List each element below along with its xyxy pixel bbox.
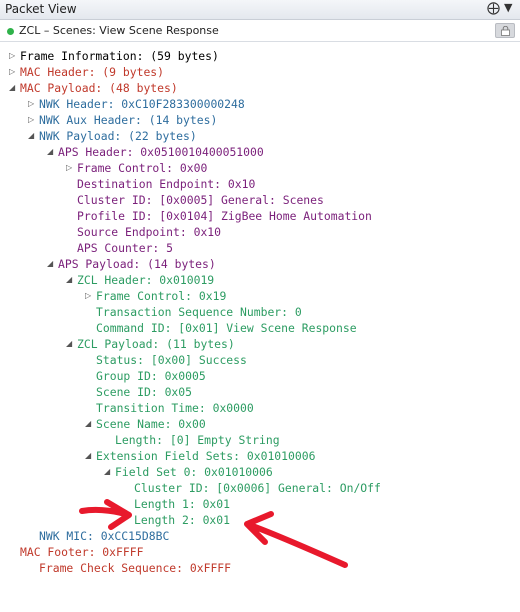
tree-row-label: ZCL Payload: (11 bytes) [77, 337, 235, 351]
tree-row-label: Profile ID: [0x0104] ZigBee Home Automat… [77, 209, 372, 223]
tree-row[interactable]: Profile ID: [0x0104] ZigBee Home Automat… [66, 208, 372, 224]
tree-row[interactable]: Length 1: 0x01 [123, 496, 230, 512]
tree-row-label: Command ID: [0x01] View Scene Response [96, 321, 357, 335]
collapse-toggle-icon[interactable]: ▷ [28, 115, 35, 124]
tree-row[interactable]: MAC Footer: 0xFFFF [9, 544, 143, 560]
tree-row[interactable]: Source Endpoint: 0x10 [66, 224, 221, 240]
tree-row-label: Cluster ID: [0x0006] General: On/Off [134, 481, 381, 495]
tree-row-label: APS Payload: (14 bytes) [58, 257, 216, 271]
tree-row[interactable]: ▷ NWK Aux Header: (14 bytes) [28, 112, 217, 128]
lock-button[interactable] [495, 23, 515, 38]
tree-row[interactable]: Status: [0x00] Success [85, 352, 247, 368]
packet-summary: ZCL – Scenes: View Scene Response [19, 24, 219, 37]
expand-toggle-icon[interactable]: ◢ [66, 339, 73, 348]
tree-row-label: APS Header: 0x0510010400051000 [58, 145, 264, 159]
tree-row[interactable]: Transaction Sequence Number: 0 [85, 304, 302, 320]
expand-toggle-icon[interactable]: ◢ [47, 259, 54, 268]
tree-row-label: Scene Name: 0x00 [96, 417, 206, 431]
tree-row-label: MAC Payload: (48 bytes) [20, 81, 178, 95]
collapse-toggle-icon[interactable]: ▷ [66, 163, 73, 172]
tree-row[interactable]: ◢ Scene Name: 0x00 [85, 416, 206, 432]
tree-row-label: MAC Footer: 0xFFFF [20, 545, 144, 559]
tree-row[interactable]: ◢ ZCL Payload: (11 bytes) [66, 336, 235, 352]
tree-row-label: Frame Check Sequence: 0xFFFF [39, 561, 232, 575]
tree-row[interactable]: ◢ APS Header: 0x0510010400051000 [47, 144, 264, 160]
expand-toggle-icon[interactable]: ◢ [104, 467, 111, 476]
tree-row-label: APS Counter: 5 [77, 241, 174, 255]
tree-row[interactable]: Transition Time: 0x0000 [85, 400, 254, 416]
tree-row[interactable]: ▷ Frame Information: (59 bytes) [9, 48, 219, 64]
tree-row[interactable]: ◢ NWK Payload: (22 bytes) [28, 128, 197, 144]
tree-row[interactable]: Destination Endpoint: 0x10 [66, 176, 255, 192]
tree-row[interactable]: ◢ APS Payload: (14 bytes) [47, 256, 216, 272]
tree-row[interactable]: ▷ NWK Header: 0xC10F283300000248 [28, 96, 245, 112]
collapse-toggle-icon[interactable]: ▷ [85, 291, 92, 300]
tree-row-label: Scene ID: 0x05 [96, 385, 193, 399]
tree-row[interactable]: Length 2: 0x01 [123, 512, 230, 528]
tree-row-label: NWK MIC: 0xCC15D8BC [39, 529, 170, 543]
tree-row[interactable]: Cluster ID: [0x0005] General: Scenes [66, 192, 324, 208]
tree-row-label: Length: [0] Empty String [115, 433, 280, 447]
tree-row-label: Cluster ID: [0x0005] General: Scenes [77, 193, 324, 207]
tree-row-label: Length 1: 0x01 [134, 497, 231, 511]
tree-row-label: Frame Control: 0x00 [77, 161, 208, 175]
pin-icon[interactable]: ⨁ [487, 1, 500, 16]
tree-row[interactable]: ◢ ZCL Header: 0x010019 [66, 272, 214, 288]
tree-row[interactable]: Scene ID: 0x05 [85, 384, 192, 400]
tree-row-label: Transition Time: 0x0000 [96, 401, 254, 415]
tree-row-label: MAC Header: (9 bytes) [20, 65, 165, 79]
expand-toggle-icon[interactable]: ◢ [47, 147, 54, 156]
tree-row-label: NWK Header: 0xC10F283300000248 [39, 97, 245, 111]
tree-row[interactable]: Length: [0] Empty String [104, 432, 280, 448]
tree-row-label: Length 2: 0x01 [134, 513, 231, 527]
packet-summary-bar: ZCL – Scenes: View Scene Response [0, 20, 520, 42]
tree-row[interactable]: ◢ MAC Payload: (48 bytes) [9, 80, 178, 96]
expand-toggle-icon[interactable]: ◢ [66, 275, 73, 284]
tree-row[interactable]: Cluster ID: [0x0006] General: On/Off [123, 480, 381, 496]
tree-row[interactable]: Group ID: 0x0005 [85, 368, 206, 384]
tree-row[interactable]: ◢ Extension Field Sets: 0x01010006 [85, 448, 315, 464]
tree-row[interactable]: ▷ Frame Control: 0x00 [66, 160, 207, 176]
lock-icon [501, 26, 510, 36]
tree-row-label: Transaction Sequence Number: 0 [96, 305, 302, 319]
tree-row-label: Status: [0x00] Success [96, 353, 247, 367]
tree-row[interactable]: Command ID: [0x01] View Scene Response [85, 320, 357, 336]
tree-row[interactable]: APS Counter: 5 [66, 240, 173, 256]
tree-row[interactable]: NWK MIC: 0xCC15D8BC [28, 528, 169, 544]
tree-row-label: Frame Information: (59 bytes) [20, 49, 219, 63]
expand-toggle-icon[interactable]: ◢ [28, 131, 35, 140]
expand-toggle-icon[interactable]: ◢ [9, 83, 16, 92]
window-title: Packet View [5, 2, 77, 16]
tree-row[interactable]: ◢ Field Set 0: 0x01010006 [104, 464, 273, 480]
annotation-arrow-right [244, 511, 348, 568]
tree-row-label: ZCL Header: 0x010019 [77, 273, 215, 287]
collapse-toggle-icon[interactable]: ▷ [28, 99, 35, 108]
tree-row-label: Frame Control: 0x19 [96, 289, 227, 303]
tree-row[interactable]: ▷ MAC Header: (9 bytes) [9, 64, 164, 80]
tree-row-label: Field Set 0: 0x01010006 [115, 465, 273, 479]
collapse-toggle-icon[interactable]: ▷ [9, 67, 16, 76]
tree-row-label: Group ID: 0x0005 [96, 369, 206, 383]
status-dot-icon [7, 28, 14, 35]
tree-row[interactable]: ▷ Frame Control: 0x19 [85, 288, 226, 304]
tree-row-label: Destination Endpoint: 0x10 [77, 177, 256, 191]
window-titlebar: Packet View ⨁ ▼ [0, 0, 520, 20]
tree-row-label: NWK Aux Header: (14 bytes) [39, 113, 218, 127]
collapse-toggle-icon[interactable]: ▷ [9, 51, 16, 60]
tree-row-label: NWK Payload: (22 bytes) [39, 129, 197, 143]
tree-row[interactable]: Frame Check Sequence: 0xFFFF [28, 560, 231, 576]
tree-row-label: Source Endpoint: 0x10 [77, 225, 222, 239]
expand-toggle-icon[interactable]: ◢ [85, 451, 92, 460]
expand-toggle-icon[interactable]: ◢ [85, 419, 92, 428]
window-menu-icon[interactable]: ▼ [504, 1, 513, 14]
tree-row-label: Extension Field Sets: 0x01010006 [96, 449, 316, 463]
annotation-arrow-left [79, 499, 132, 530]
